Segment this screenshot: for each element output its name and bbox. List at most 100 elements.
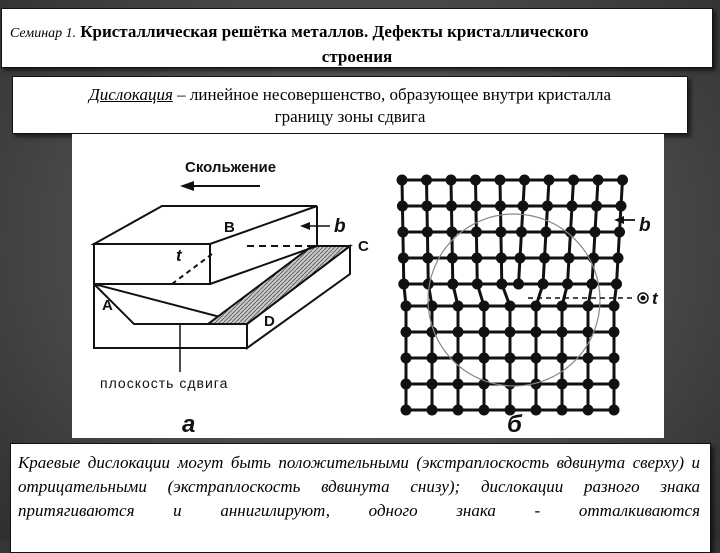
lattice-atom: [401, 379, 412, 390]
slip-arrowhead-icon: [180, 181, 194, 191]
title-line-1: Семинар 1. Кристаллическая решётка метал…: [10, 22, 589, 42]
upper-top-face: [94, 206, 317, 244]
lattice-atom: [495, 227, 506, 238]
lattice-atom: [401, 405, 412, 416]
lattice-atom: [453, 405, 464, 416]
edge-dislocation-note: Краевые дислокации могут быть положитель…: [10, 443, 711, 553]
lattice-atom: [614, 227, 625, 238]
lattice-atom: [609, 301, 620, 312]
lattice-atom: [398, 279, 409, 290]
lattice-atom: [544, 175, 555, 186]
lattice-atom: [557, 327, 568, 338]
lattice-atom: [453, 379, 464, 390]
lattice-atom: [616, 201, 627, 212]
lattice-atom: [583, 301, 594, 312]
lattice-atom: [471, 253, 482, 264]
lattice-atom: [539, 253, 550, 264]
lattice-atom: [505, 353, 516, 364]
lattice-atom: [453, 327, 464, 338]
title-banner: Семинар 1. Кристаллическая решётка метал…: [1, 8, 713, 68]
lattice-atom: [519, 175, 530, 186]
lattice-atom: [613, 253, 624, 264]
lattice-atom: [471, 227, 482, 238]
lattice-atom: [518, 201, 529, 212]
crystal-block-diagram: [94, 181, 350, 372]
lattice-atom: [590, 227, 601, 238]
lattice-atom: [401, 301, 412, 312]
lattice-atom: [427, 405, 438, 416]
caption-a: а: [182, 411, 195, 438]
vector-t-label-right: t: [652, 289, 659, 308]
dislocation-figure: Скольжение A B C D b t плоскость сдвига …: [72, 134, 664, 438]
lattice-atom: [583, 405, 594, 416]
lattice-atom: [479, 405, 490, 416]
lattice-atom: [609, 353, 620, 364]
slip-label: Скольжение: [185, 159, 276, 176]
lattice-atom: [538, 279, 549, 290]
lattice-atom: [557, 379, 568, 390]
lattice-atom: [541, 227, 552, 238]
point-c-label: C: [358, 238, 369, 255]
lattice-atom: [542, 201, 553, 212]
lattice-atom: [496, 253, 507, 264]
dislocation-line-dot-icon: [641, 296, 645, 300]
lattice-atom: [617, 175, 628, 186]
lattice-atom: [453, 301, 464, 312]
lattice-atom: [531, 301, 542, 312]
vector-b-label-left: b: [334, 216, 346, 237]
lattice-atom: [422, 227, 433, 238]
lattice-atom: [557, 301, 568, 312]
lattice-atom: [513, 279, 524, 290]
lattice-atom: [531, 327, 542, 338]
lattice-atom: [583, 379, 594, 390]
lattice-atom: [516, 227, 527, 238]
lattice-atom: [446, 175, 457, 186]
point-b-label: B: [224, 219, 235, 236]
lattice-atom: [446, 201, 457, 212]
definition-text-2: границу зоны сдвига: [275, 107, 426, 126]
lattice-atom: [568, 175, 579, 186]
lattice-atom: [557, 353, 568, 364]
lattice-atom: [447, 279, 458, 290]
lattice-atom: [505, 405, 516, 416]
lattice-atom: [587, 279, 598, 290]
lattice-atom: [531, 405, 542, 416]
lattice-atom: [446, 227, 457, 238]
bottom-paragraph: Краевые дислокации могут быть положитель…: [18, 453, 700, 520]
lattice-atom: [593, 175, 604, 186]
lattice-atom: [495, 175, 506, 186]
lattice-atom: [401, 353, 412, 364]
lattice-atom: [397, 175, 408, 186]
lattice-atom: [495, 201, 506, 212]
lattice-atom: [564, 253, 575, 264]
lattice-atom: [505, 379, 516, 390]
lattice-atom: [398, 253, 409, 264]
lattice-atom: [479, 301, 490, 312]
lattice-atom: [447, 253, 458, 264]
figure-svg: Скольжение A B C D b t плоскость сдвига …: [72, 134, 664, 438]
lattice-atom: [609, 379, 620, 390]
lattice-atom: [515, 253, 526, 264]
lattice-atom: [562, 279, 573, 290]
lattice-atom: [422, 253, 433, 264]
definition-text-1: – линейное несовершенство, образующее вн…: [173, 85, 611, 104]
lattice-atom: [427, 379, 438, 390]
lattice-atom: [505, 327, 516, 338]
lattice-atom: [479, 353, 490, 364]
lattice-atom: [470, 175, 481, 186]
point-a-label: A: [102, 297, 113, 314]
lattice-atom: [421, 175, 432, 186]
lattice-atom: [421, 201, 432, 212]
title-main-line-2: строения: [2, 47, 712, 67]
lattice-atom: [611, 279, 622, 290]
lattice-atom: [470, 201, 481, 212]
lattice-atom: [479, 327, 490, 338]
atomic-lattice-diagram: [397, 175, 629, 416]
lattice-atom: [505, 301, 516, 312]
lattice-atom: [591, 201, 602, 212]
shear-plane-label: плоскость сдвига: [100, 375, 228, 391]
lattice-atom: [401, 327, 412, 338]
upper-front-face: [94, 244, 210, 284]
lattice-atom: [472, 279, 483, 290]
seminar-label: Семинар 1.: [10, 26, 76, 41]
